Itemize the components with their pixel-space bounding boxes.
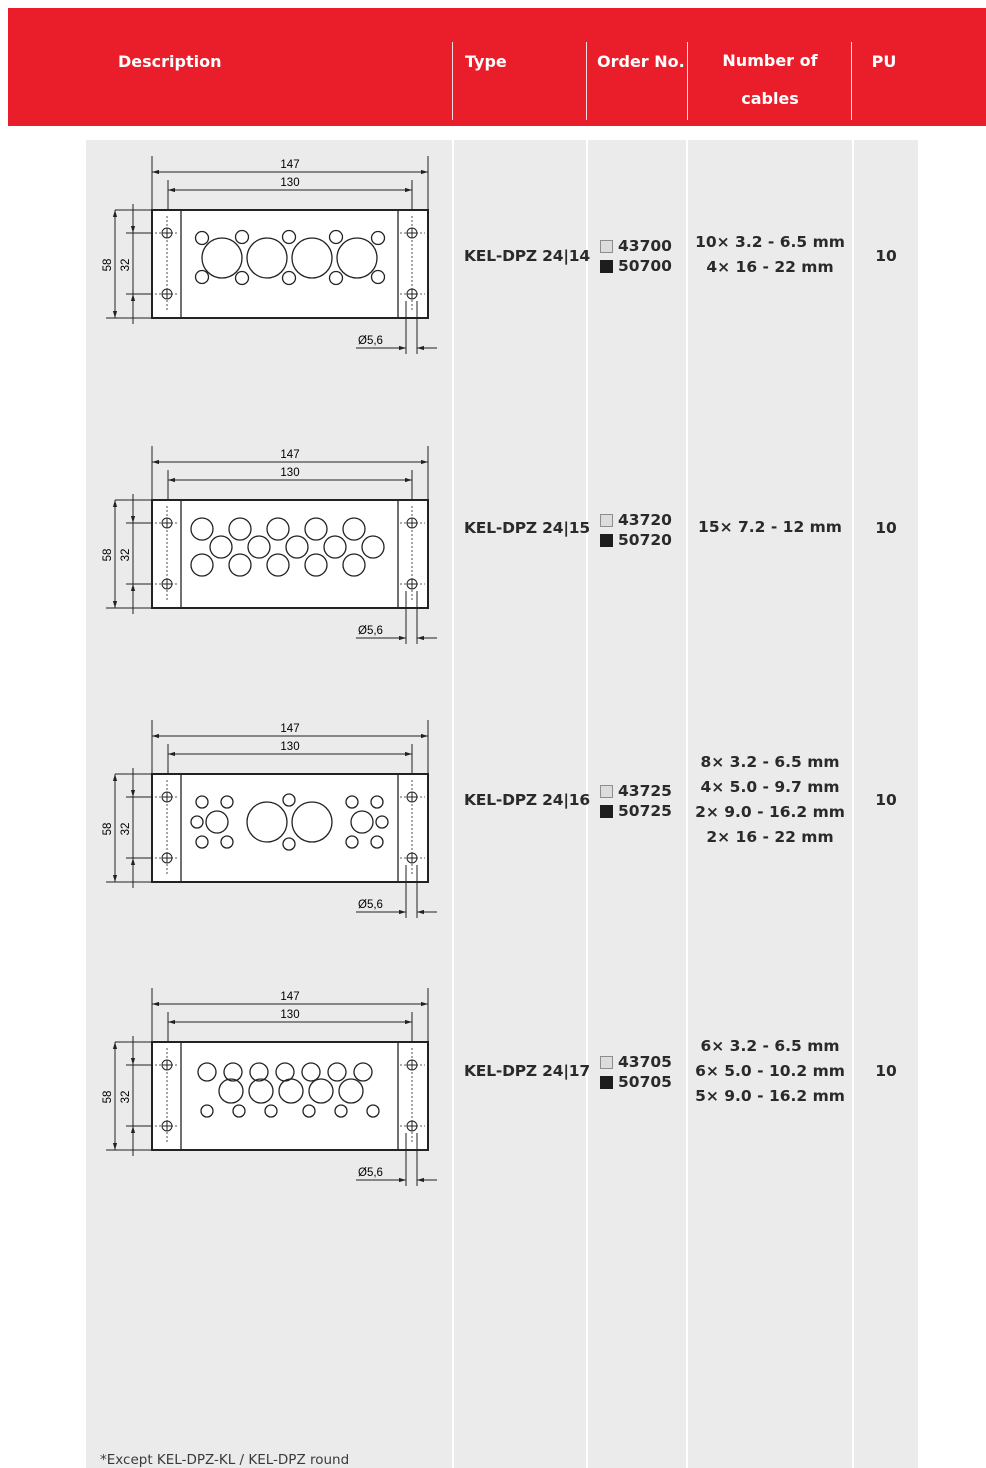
cable-holes (190, 793, 389, 851)
order-number-light: 43725 (618, 782, 672, 800)
order-numbers: 43705 50705 (600, 1052, 672, 1092)
cable-specs: 15× 7.2 - 12 mm (688, 515, 852, 540)
dim-147-label: 147 (280, 449, 299, 461)
dim-147-label: 147 (280, 723, 299, 735)
header-order-no: Order No. (587, 8, 687, 126)
cable-holes (197, 1062, 380, 1118)
order-number-dark: 50705 (618, 1073, 672, 1091)
drawing-kel-dpz-24-14: 147 130 58 32 Ø5,6 (102, 146, 440, 360)
cable-specs: 8× 3.2 - 6.5 mm 4× 5.0 - 9.7 mm 2× 9.0 -… (688, 750, 852, 850)
technical-drawing: 147 130 58 32 Ø5,6 (100, 436, 440, 654)
header-divider (586, 42, 587, 120)
technical-drawing: 147 130 58 32 Ø5,6 (100, 146, 440, 364)
dim-diameter-label: Ø5,6 (358, 625, 383, 637)
dim-diameter-label: Ø5,6 (358, 335, 383, 347)
cable-holes (194, 229, 386, 286)
cable-specs: 6× 3.2 - 6.5 mm 6× 5.0 - 10.2 mm 5× 9.0 … (688, 1034, 852, 1109)
order-number-dark: 50720 (618, 531, 672, 549)
footnote: *Except KEL-DPZ-KL / KEL-DPZ round (100, 1452, 350, 1468)
black-swatch (600, 1075, 613, 1089)
pu-value: 10 (875, 1062, 897, 1080)
drawing-kel-dpz-24-16: 147 130 58 32 Ø5,6 (102, 710, 440, 924)
cable-spec-line: 4× 5.0 - 9.7 mm (700, 778, 840, 796)
header-divider (687, 42, 688, 120)
type-value: KEL-DPZ 24|14 (464, 247, 590, 265)
cables-column (688, 140, 852, 1468)
header-number-of-cables: Number of cables (688, 8, 852, 126)
cable-spec-line: 10× 3.2 - 6.5 mm (695, 233, 845, 251)
header-type: Type (453, 8, 585, 126)
cable-spec-line: 4× 16 - 22 mm (706, 258, 834, 276)
header-type-label: Type (465, 52, 507, 71)
dim-32-label: 32 (120, 823, 132, 836)
order-number-light: 43720 (618, 511, 672, 529)
header-pu: PU (852, 8, 916, 126)
header-divider (851, 42, 852, 120)
pu-column (854, 140, 918, 1468)
technical-drawing: 147 130 58 32 Ø5,6 (100, 978, 440, 1196)
header-number-of-cables-line1: Number of (722, 51, 818, 70)
cable-spec-line: 5× 9.0 - 16.2 mm (695, 1087, 845, 1105)
black-swatch (600, 804, 613, 818)
order-no-column (588, 140, 686, 1468)
cable-spec-line: 8× 3.2 - 6.5 mm (700, 753, 840, 771)
dim-32-label: 32 (120, 259, 132, 272)
dim-58-label: 58 (102, 1091, 114, 1104)
dim-130-label: 130 (280, 177, 299, 189)
cable-spec-line: 6× 5.0 - 10.2 mm (695, 1062, 845, 1080)
drawing-kel-dpz-24-15: 147 130 58 32 Ø5,6 (102, 436, 440, 650)
dim-130-label: 130 (280, 467, 299, 479)
dim-32-label: 32 (120, 1091, 132, 1104)
black-swatch (600, 533, 613, 547)
type-value: KEL-DPZ 24|16 (464, 791, 590, 809)
dim-diameter-label: Ø5,6 (358, 1167, 383, 1179)
light-grey-swatch (600, 1055, 613, 1069)
type-column (454, 140, 586, 1468)
light-grey-swatch (600, 784, 613, 798)
order-numbers: 43700 50700 (600, 236, 672, 276)
pu-value: 10 (875, 519, 897, 537)
light-grey-swatch (600, 239, 613, 253)
cable-spec-line: 6× 3.2 - 6.5 mm (700, 1037, 840, 1055)
dim-58-label: 58 (102, 549, 114, 562)
cable-spec-line: 2× 9.0 - 16.2 mm (695, 803, 845, 821)
dim-147-label: 147 (280, 159, 299, 171)
dim-147-label: 147 (280, 991, 299, 1003)
dim-32-label: 32 (120, 549, 132, 562)
pu-value: 10 (875, 791, 897, 809)
order-number-dark: 50700 (618, 257, 672, 275)
cable-holes (190, 517, 385, 577)
cable-spec-line: 2× 16 - 22 mm (706, 828, 834, 846)
order-number-light: 43705 (618, 1053, 672, 1071)
order-numbers: 43725 50725 (600, 781, 672, 821)
type-value: KEL-DPZ 24|15 (464, 519, 590, 537)
dim-130-label: 130 (280, 1009, 299, 1021)
dim-130-label: 130 (280, 741, 299, 753)
technical-drawing: 147 130 58 32 Ø5,6 (100, 710, 440, 928)
light-grey-swatch (600, 513, 613, 527)
cable-specs: 10× 3.2 - 6.5 mm 4× 16 - 22 mm (688, 230, 852, 280)
order-number-light: 43700 (618, 237, 672, 255)
type-value: KEL-DPZ 24|17 (464, 1062, 590, 1080)
black-swatch (600, 259, 613, 273)
header-divider (452, 42, 453, 120)
header-order-no-label: Order No. (597, 52, 685, 71)
dim-58-label: 58 (102, 259, 114, 272)
order-number-dark: 50725 (618, 802, 672, 820)
drawing-kel-dpz-24-17: 147 130 58 32 Ø5,6 (102, 978, 440, 1192)
header-pu-label: PU (871, 52, 897, 71)
dim-diameter-label: Ø5,6 (358, 899, 383, 911)
pu-value: 10 (875, 247, 897, 265)
cable-spec-line: 15× 7.2 - 12 mm (698, 518, 842, 536)
header-description-label: Description (118, 52, 222, 71)
order-numbers: 43720 50720 (600, 510, 672, 550)
dim-58-label: 58 (102, 823, 114, 836)
header-description: Description (8, 8, 452, 126)
table-header: Description Type Order No. Number of cab… (8, 8, 986, 126)
header-number-of-cables-line2: cables (741, 89, 799, 108)
